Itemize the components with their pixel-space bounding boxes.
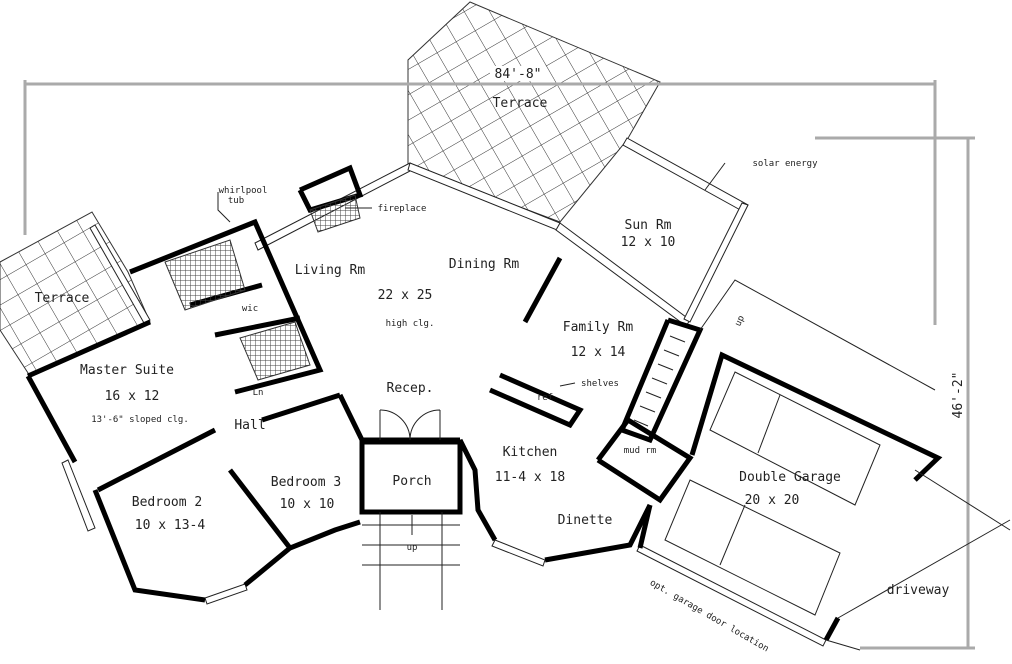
terrace-top-label: Terrace [493, 96, 548, 111]
bath2-tiles [239, 321, 311, 381]
tub-label: tub [228, 196, 244, 206]
garage-door-note: opt. garage door location [648, 578, 770, 654]
porch [359, 409, 463, 610]
bedroom3-size: 10 x 10 [280, 497, 335, 512]
garage-size: 20 x 20 [745, 493, 800, 508]
garage-label: Double Garage [739, 470, 841, 485]
fireplace-hearth [309, 194, 361, 233]
master-suite-size: 16 x 12 [105, 389, 160, 404]
driveway-label: driveway [887, 583, 950, 598]
bath-tiles [164, 239, 246, 311]
reception-label: Recep. [387, 381, 434, 396]
depth-dimension-label: 46'-2" [951, 372, 966, 419]
master-suite-label: Master Suite [80, 363, 174, 378]
dining-room-label: Dining Rm [449, 257, 520, 272]
hall-label: Hall [234, 418, 265, 433]
family-room-size: 12 x 14 [571, 345, 626, 360]
solar-energy-label: solar energy [752, 159, 818, 169]
wic-label: wic [242, 304, 258, 314]
master-suite-note: 13'-6" sloped clg. [91, 415, 189, 425]
kitchen-label: Kitchen [503, 445, 558, 460]
garage-cars [664, 279, 1011, 651]
width-dimension-label: 84'-8" [495, 67, 542, 82]
kitchen-size: 11-4 x 18 [495, 470, 565, 485]
dinette-label: Dinette [558, 513, 613, 528]
walls [25, 164, 943, 642]
sun-room-size: 12 x 10 [621, 235, 676, 250]
stairs [633, 335, 686, 427]
bedroom2-size: 10 x 13-4 [135, 518, 206, 533]
whirlpool-label: whirlpool [219, 186, 268, 196]
stairs-up-label: up [733, 314, 747, 328]
leader-lines [217, 162, 726, 387]
width-dimension-label-bg [490, 66, 546, 81]
dimension-depth: 46'-2" [815, 136, 975, 650]
dimension-width: 84'-8" [23, 66, 937, 325]
porch-up-label: up [407, 543, 418, 553]
family-room-label: Family Rm [563, 320, 634, 335]
bedroom2-label: Bedroom 2 [132, 495, 202, 510]
sun-room-label: Sun Rm [625, 218, 672, 233]
shelves-label: shelves [581, 379, 619, 389]
bedroom3-label: Bedroom 3 [271, 475, 341, 490]
fireplace-label: fireplace [378, 204, 427, 214]
terrace-top [407, 1, 661, 223]
living-room-size: 22 x 25 [378, 288, 433, 303]
mud-room-label: mud rm [624, 446, 657, 456]
ref-label: ref [537, 393, 553, 403]
porch-label: Porch [392, 474, 431, 489]
living-room-note: high clg. [386, 319, 435, 329]
window-walls [61, 137, 827, 647]
linen-label: Ln [253, 388, 264, 398]
terrace-left-label: Terrace [35, 291, 90, 306]
living-room-label: Living Rm [295, 263, 366, 278]
